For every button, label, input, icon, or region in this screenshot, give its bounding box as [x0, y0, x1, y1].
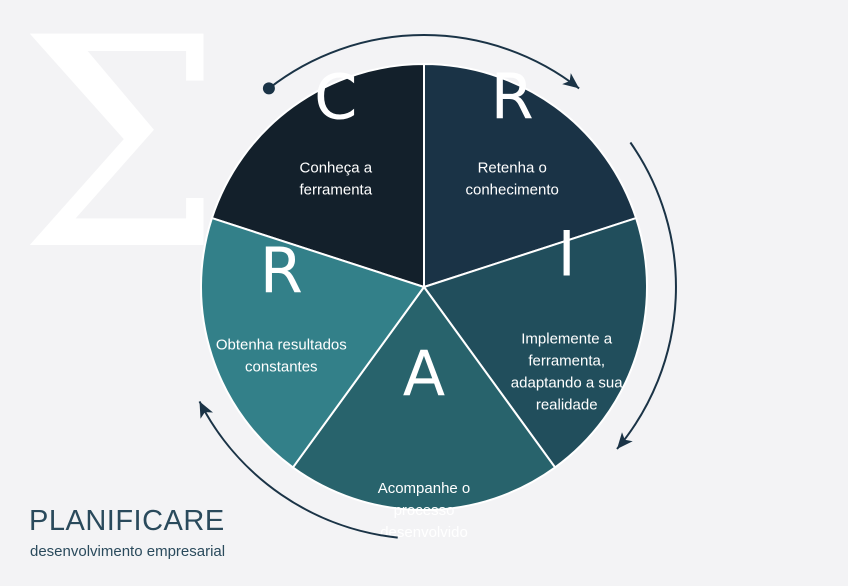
wedge-description-line: adaptando a sua	[511, 374, 623, 391]
wedge-letter-2: R	[491, 61, 534, 134]
wedge-description-line: desenvolvido	[380, 524, 468, 541]
wedge-description-4: Acompanhe o processo desenvolvido	[378, 480, 471, 541]
wedge-description-line: processo	[394, 502, 455, 519]
wedge-5	[200, 216, 426, 469]
wedge-description-line: Retenha o	[478, 160, 547, 177]
wedge-description-1: Conheça a ferramenta	[300, 160, 373, 199]
sigma-watermark-icon: Σ	[18, 0, 223, 314]
wedge-4	[291, 285, 557, 511]
wedge-3	[422, 216, 648, 469]
arrow-arc-bottom	[198, 400, 398, 539]
wedge-description-line: ferramenta,	[528, 352, 605, 369]
wedge-description-line: constantes	[245, 358, 318, 375]
wedge-description-2: Retenha o conhecimento	[465, 160, 558, 199]
wedge-description-3: Implemente a ferramenta, adaptando a sua re…	[511, 330, 623, 413]
wedge-description-line: conhecimento	[465, 182, 558, 199]
arrow-arc-right	[616, 141, 677, 450]
arrow-head-top-icon	[562, 73, 580, 89]
wedge-letter-5: R	[260, 234, 303, 307]
wedge-description-line: Acompanhe o	[378, 480, 471, 497]
wedge-description-line: Implemente a	[521, 330, 613, 347]
wedge-letter-3: I	[558, 217, 576, 290]
arrow-head-bottom-icon	[199, 401, 213, 419]
brand-tagline: desenvolvimento empresarial	[30, 543, 226, 560]
arrow-head-right-icon	[617, 432, 633, 449]
wedge-description-line: realidade	[536, 396, 598, 413]
brand-name: PLANIFICARE	[29, 505, 225, 537]
wedge-description-line: ferramenta	[300, 182, 373, 199]
wedge-letter-1: C	[314, 61, 357, 134]
arrow-arc-top	[268, 34, 580, 90]
wedge-description-5: Obtenha resultados constantes	[216, 336, 347, 375]
wedge-description-line: Obtenha resultados	[216, 336, 347, 353]
wedge-1	[210, 62, 425, 289]
cycle-wedges	[200, 62, 648, 511]
wedge-2	[423, 62, 638, 289]
wedge-letter-4: A	[403, 337, 445, 410]
wedge-description-line: Conheça a	[300, 160, 373, 177]
cycle-arrows	[198, 34, 677, 539]
